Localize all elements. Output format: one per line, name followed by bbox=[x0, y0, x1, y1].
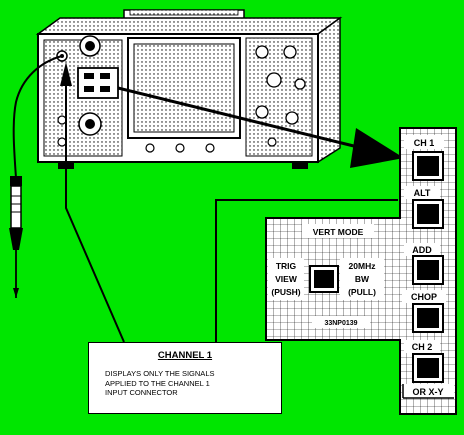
probe-strain-relief bbox=[10, 176, 22, 186]
scope-right-controls bbox=[245, 37, 313, 157]
vert-mode-panel: CH 1 ALT ADD CHOP CH 2 OR X-Y VERT MODE … bbox=[265, 127, 457, 415]
label-add: ADD bbox=[412, 245, 432, 255]
button-trig-view[interactable] bbox=[309, 265, 339, 293]
button-chop[interactable] bbox=[412, 303, 444, 333]
label-or-xy: OR X-Y bbox=[412, 387, 443, 397]
ch1-input-connector bbox=[85, 41, 95, 51]
bw-limit-line-2: BW bbox=[355, 274, 370, 284]
callout-line-2: APPLIED TO THE CHANNEL 1 bbox=[105, 378, 210, 388]
trig-view-line-3: (PUSH) bbox=[271, 287, 300, 297]
bw-limit-line-1: 20MHz bbox=[349, 261, 376, 271]
label-ch2: CH 2 bbox=[412, 342, 433, 352]
zoom-arrow-line bbox=[117, 86, 371, 152]
trig-view-line-2: VIEW bbox=[275, 274, 298, 284]
scope-vert-mode-block bbox=[77, 67, 119, 99]
callout-line-1: DISPLAYS ONLY THE SIGNALS bbox=[105, 369, 215, 378]
probe-cable bbox=[12, 55, 63, 179]
part-number: 33NP0139 bbox=[324, 320, 357, 327]
scope-handle-grip bbox=[129, 9, 239, 16]
callout-body: DISPLAYS ONLY THE SIGNALS APPLIED TO THE… bbox=[105, 369, 275, 398]
callout-leaders bbox=[60, 62, 404, 343]
label-alt: ALT bbox=[414, 188, 431, 198]
label-ch1: CH 1 bbox=[414, 138, 435, 148]
zoom-arrowhead bbox=[350, 128, 404, 168]
button-ch2[interactable] bbox=[412, 353, 444, 383]
button-alt[interactable] bbox=[412, 199, 444, 229]
callout-leader-line bbox=[65, 74, 125, 343]
label-chop: CHOP bbox=[411, 292, 437, 302]
callout-leader-arrowhead bbox=[60, 62, 72, 86]
callout-line-3: INPUT CONNECTOR bbox=[105, 388, 178, 397]
oscilloscope bbox=[35, 9, 343, 169]
probe-body bbox=[10, 185, 22, 229]
trig-view-line-1: TRIG bbox=[276, 261, 297, 271]
crt-graticule bbox=[133, 43, 235, 133]
scope-top-surface bbox=[35, 17, 343, 35]
test-probe bbox=[9, 55, 63, 298]
probe-tip-housing bbox=[9, 228, 23, 250]
ch2-input-connector bbox=[85, 119, 95, 129]
button-ch1[interactable] bbox=[412, 151, 444, 181]
panel-leader-line bbox=[215, 199, 398, 342]
section-title: VERT MODE bbox=[313, 227, 364, 237]
button-add[interactable] bbox=[412, 255, 444, 285]
bw-limit-line-3: (PULL) bbox=[348, 287, 376, 297]
channel-1-callout: CHANNEL 1 DISPLAYS ONLY THE SIGNALS APPL… bbox=[88, 342, 282, 414]
scope-foot-right bbox=[292, 162, 308, 169]
callout-title: CHANNEL 1 bbox=[157, 350, 213, 361]
